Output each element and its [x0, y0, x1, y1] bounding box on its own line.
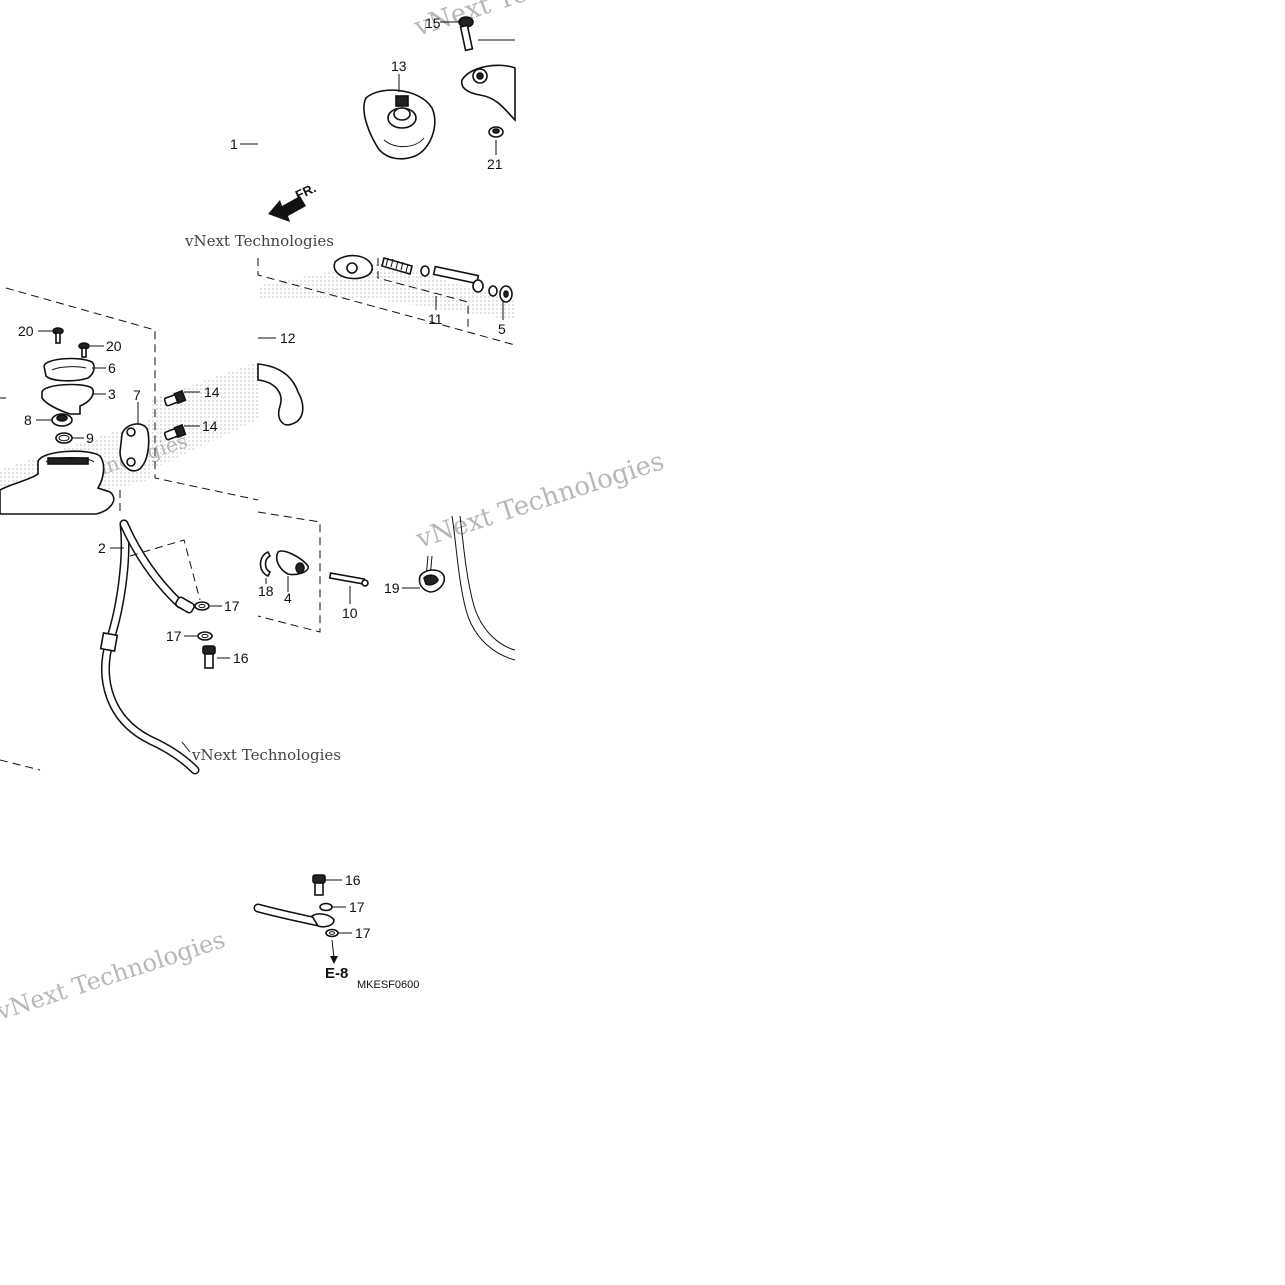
- shading: [150, 362, 258, 470]
- part-12-lever: [257, 363, 304, 426]
- part-20-screw-b: [78, 342, 90, 358]
- callouts: 15 13 1 21 11 5 12 20 20 6 3 7 14 14 8 9…: [18, 15, 506, 941]
- watermark-text: vNext Technologies: [410, 0, 666, 43]
- callout-13: 13: [391, 58, 407, 74]
- part-15-screw: [458, 16, 474, 52]
- part-21-nut: [488, 126, 504, 138]
- reference-e8: E-8: [325, 965, 348, 982]
- callout-20-a: 20: [18, 323, 34, 339]
- part-14-bolt-a: [163, 389, 187, 407]
- callout-14-b: 14: [202, 418, 218, 434]
- part-reservoir-body: [0, 450, 115, 515]
- part-master-cylinder: [333, 254, 373, 280]
- hose-leader: [129, 539, 201, 601]
- callout-16-a: 16: [233, 650, 249, 666]
- e8-arrow-line: [331, 939, 335, 959]
- part-16-bolt-a: [202, 645, 216, 669]
- group-box: [0, 759, 41, 771]
- part-17-washer-b: [197, 631, 213, 641]
- callout-17-b: 17: [166, 628, 182, 644]
- callout-18: 18: [258, 583, 274, 599]
- callout-16-b: 16: [345, 872, 361, 888]
- callout-6: 6: [108, 360, 116, 376]
- part-7-holder: [119, 423, 150, 472]
- callout-1: 1: [230, 136, 238, 152]
- part-17-washer-c: [319, 902, 333, 912]
- part-3-diaphragm: [41, 383, 95, 415]
- callout-17-a: 17: [224, 598, 240, 614]
- callout-10: 10: [342, 605, 358, 621]
- leader-lines: [36, 21, 504, 934]
- callout-15: 15: [425, 15, 441, 31]
- part-10-pin: [328, 572, 369, 587]
- callout-3: 3: [108, 386, 116, 402]
- part-4-pivot: [275, 550, 309, 576]
- watermark-text: vNext Technologies: [184, 232, 334, 250]
- callout-20-b: 20: [106, 338, 122, 354]
- part-5-circlip: [488, 285, 513, 303]
- callout-8: 8: [24, 412, 32, 428]
- part-9-oring: [55, 432, 73, 444]
- watermark-text: vNext Technologies: [412, 446, 668, 555]
- fr-label: FR.: [293, 180, 318, 202]
- e8-arrow-head: [330, 956, 338, 964]
- watermark-text: vNext Technologies: [191, 746, 341, 764]
- group-box: [5, 287, 259, 501]
- bottom-hose: [253, 903, 335, 928]
- group-box: [377, 258, 469, 332]
- part-8-float: [51, 413, 73, 427]
- callout-21: 21: [487, 156, 503, 172]
- callout-4: 4: [284, 590, 292, 606]
- part-6-cover: [43, 357, 95, 382]
- part-bracket: [460, 39, 516, 122]
- watermark-text: vNext Technologies: [0, 925, 229, 1026]
- callout-12: 12: [280, 330, 296, 346]
- shading: [258, 262, 515, 320]
- part-18-circlip: [259, 550, 272, 578]
- part-11-piston: [381, 257, 484, 293]
- part-14-bolt-b: [163, 423, 187, 441]
- callout-14-a: 14: [204, 384, 220, 400]
- cable-curve: [451, 515, 516, 661]
- callout-17-c: 17: [349, 899, 365, 915]
- part-20-screw-a: [52, 327, 64, 344]
- callout-2: 2: [98, 540, 106, 556]
- callout-17-d: 17: [355, 925, 371, 941]
- part-19-switch: [418, 555, 446, 593]
- part-13-reservoir: [363, 89, 436, 160]
- callout-5: 5: [498, 321, 506, 337]
- group-box: [257, 511, 321, 633]
- callout-7: 7: [133, 387, 141, 403]
- callout-9: 9: [86, 430, 94, 446]
- callout-11: 11: [428, 311, 443, 327]
- diagram-code: MKESF0600: [357, 979, 419, 991]
- front-arrow: FR.: [268, 180, 318, 222]
- callout-19: 19: [384, 580, 400, 596]
- part-2-hose: [99, 519, 200, 775]
- part-16-bolt-b: [312, 874, 326, 896]
- part-17-washer-d: [325, 928, 339, 938]
- part-17-washer-a: [194, 601, 210, 611]
